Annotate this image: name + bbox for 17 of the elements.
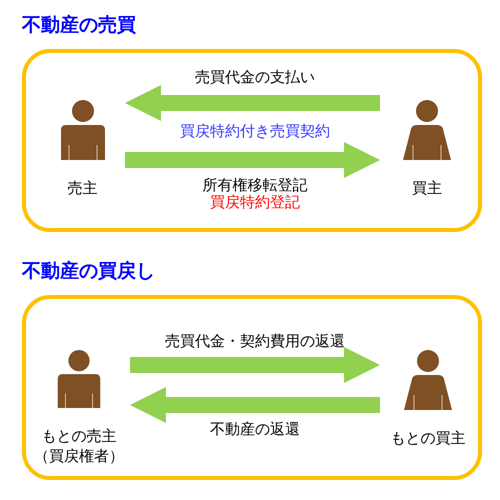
person-label: 売主: [68, 178, 98, 198]
person-label: 買主: [412, 178, 442, 198]
edge-note: 所有権移転登記: [202, 176, 308, 194]
edge-label: 買戻特約付き売買契約: [179, 121, 331, 141]
person-label: もとの買主: [390, 428, 466, 448]
person-label: もとの売主: [42, 426, 116, 446]
edge-label: 売買代金の支払い: [194, 67, 316, 87]
arrow: [125, 85, 380, 121]
arrow: [130, 387, 380, 423]
panel-heading: 不動産の買戻し: [22, 259, 155, 284]
panel-heading: 不動産の売買: [22, 13, 136, 38]
arrow: [130, 347, 380, 383]
person-label: （買戻権者）: [34, 446, 124, 466]
arrow: [125, 142, 380, 178]
edge-label: 不動産の返還: [209, 419, 301, 439]
edge-note: 買戻特約登記: [209, 193, 301, 211]
edge-label: 売買代金・契約費用の返還: [164, 331, 346, 351]
